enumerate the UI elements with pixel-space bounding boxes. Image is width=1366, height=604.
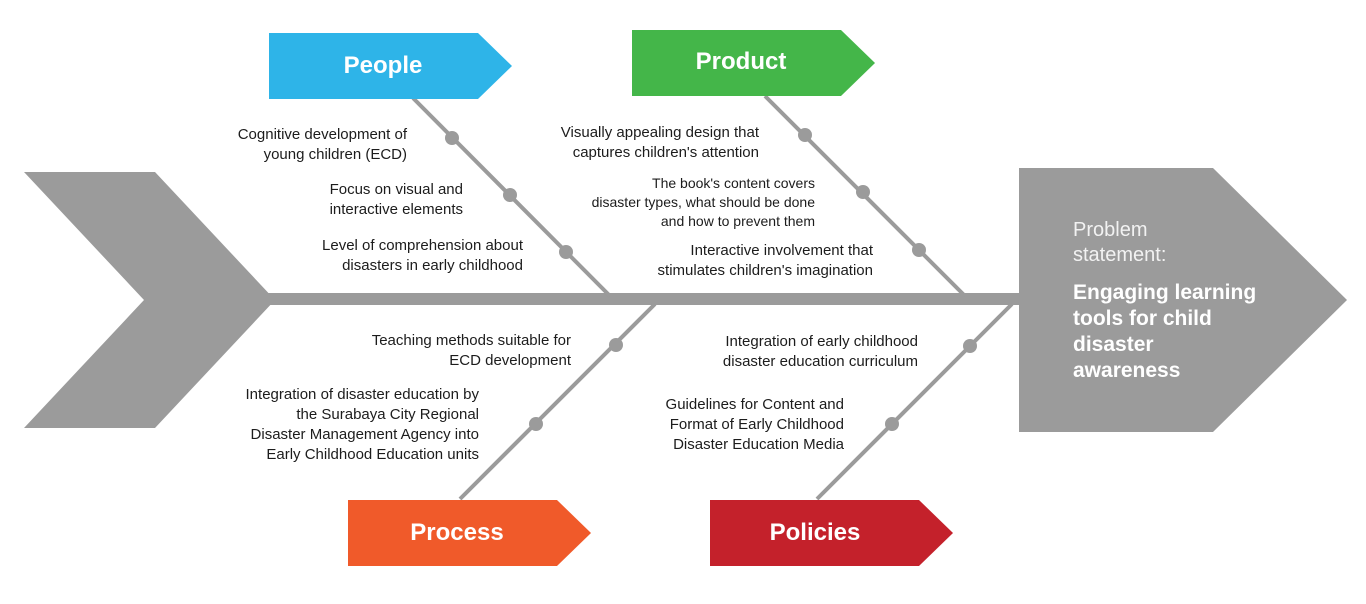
product-dot-1 (798, 128, 812, 142)
product-cause-1: Visually appealing design that captures … (560, 124, 759, 161)
tail-chevron (24, 172, 275, 428)
people-label: People (344, 52, 423, 79)
people-cause-2: Focus on visual and interactive elements (329, 181, 463, 218)
people-arrow (269, 33, 512, 99)
policies-bone (815, 302, 1014, 501)
product-cause-2: The book's content covers disaster types… (591, 175, 815, 229)
process-label: Process (410, 519, 503, 546)
policies-dot-1 (963, 339, 977, 353)
process-cause-2: Integration of disaster education by the… (245, 386, 479, 463)
process-dot-2 (529, 417, 543, 431)
process-bone (458, 302, 657, 501)
people-cause-1: Cognitive development of young children … (237, 126, 407, 163)
people-cause-3: Level of comprehension about disasters i… (322, 237, 523, 274)
problem-statement: Problem statement: Engaging learning too… (1073, 218, 1293, 384)
people-dot-3 (559, 245, 573, 259)
policies-label: Policies (770, 519, 861, 546)
problem-head (1019, 168, 1347, 432)
product-dot-3 (912, 243, 926, 257)
problem-statement-text: Engaging learning tools for child disast… (1073, 281, 1257, 382)
policies-dot-2 (885, 417, 899, 431)
people-dot-2 (503, 188, 517, 202)
process-arrow (348, 500, 591, 566)
product-cause-3: Interactive involvement that stimulates … (657, 242, 873, 279)
policies-cause-2: Guidelines for Content and Format of Ear… (665, 396, 844, 453)
product-label: Product (696, 48, 787, 75)
policies-cause-1: Integration of early childhood disaster … (722, 333, 918, 370)
problem-statement-label: Problem statement: (1073, 219, 1167, 266)
process-dot-1 (609, 338, 623, 352)
people-dot-1 (445, 131, 459, 145)
product-dot-2 (856, 185, 870, 199)
spine (150, 293, 1030, 305)
process-cause-1: Teaching methods suitable for ECD develo… (371, 332, 571, 369)
product-arrow (632, 30, 875, 96)
policies-arrow (710, 500, 953, 566)
